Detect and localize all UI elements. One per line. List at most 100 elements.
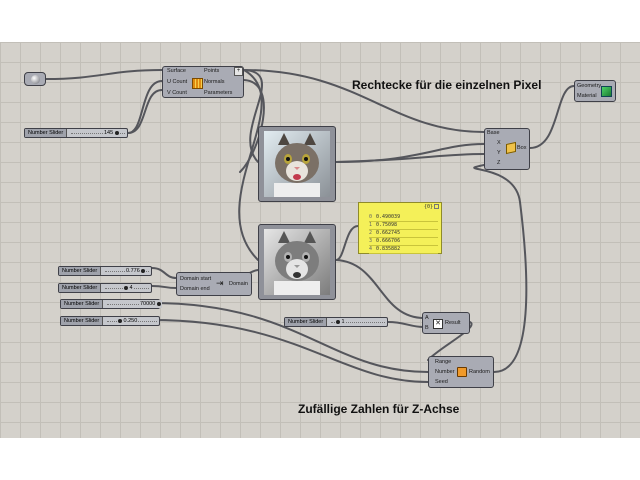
wire-box-to-geometry [529, 85, 575, 149]
annotation-pixel-rectangles: Rechtecke für die einzelnen Pixel [352, 78, 542, 92]
slider-value: 0.250 [117, 317, 139, 325]
sphere-icon [31, 75, 40, 84]
division-component[interactable]: A B ✕ Result [422, 312, 470, 334]
input-surface[interactable]: Surface [167, 68, 186, 74]
image-sampler-color[interactable] [258, 126, 336, 202]
annotation-random-z: Zufällige Zahlen für Z-Achse [298, 402, 460, 416]
slider-uv-count[interactable]: Number Slider 145 [24, 128, 128, 138]
slider-random-number[interactable]: Number Slider 70000 [60, 299, 162, 309]
wire-divisor-to-b [387, 321, 425, 328]
slider-track[interactable] [331, 322, 385, 323]
panel-row-value: 0.835882 [376, 246, 401, 252]
panel-row-index: 2 [369, 230, 373, 236]
construct-domain-component[interactable]: Domain start Domain end ⇥ Domain [176, 272, 252, 296]
input-z[interactable]: Z [497, 160, 501, 166]
image-sampler-grey[interactable] [258, 224, 336, 300]
wire-slider-to-domain-start [151, 267, 177, 279]
domain-icon: ⇥ [216, 278, 224, 288]
slider-value-text: 1 [341, 319, 345, 325]
panel-row-value: 0.666706 [376, 238, 401, 244]
slider-domain-end[interactable]: Number Slider 4 [58, 283, 152, 293]
preview-icon [601, 86, 612, 97]
input-b[interactable]: B [425, 325, 429, 331]
expand-icon[interactable]: + [234, 67, 243, 76]
random-component[interactable]: Range Number Seed Random [428, 356, 494, 388]
input-v-count[interactable]: V Count [167, 90, 187, 96]
slider-value-text: 4 [129, 285, 133, 291]
input-base[interactable]: Base [487, 130, 500, 136]
panel-row-index: 3 [369, 238, 373, 244]
slider-value: 1 [335, 318, 346, 326]
input-range[interactable]: Range [435, 359, 452, 365]
output-points[interactable]: Points [204, 68, 220, 74]
input-number[interactable]: Number [435, 369, 455, 375]
slider-random-seed[interactable]: Number Slider 0.250 [60, 316, 160, 326]
output-domain[interactable]: Domain [229, 281, 248, 287]
input-domain-end[interactable]: Domain end [180, 286, 210, 292]
custom-preview-component[interactable]: Geometry Material [574, 80, 616, 102]
wire-image2-to-panel [335, 225, 359, 261]
divide-surface-icon [192, 78, 203, 89]
slider-handle[interactable] [336, 319, 340, 324]
slider-handle[interactable] [156, 301, 161, 306]
brep-parameter[interactable] [24, 72, 46, 86]
slider-value: 4 [123, 284, 134, 292]
cat-photo-color [264, 131, 330, 197]
panel-row-index: 4 [369, 246, 373, 252]
slider-label: Number Slider [61, 300, 104, 308]
divide-surface-component[interactable]: Surface U Count V Count Points Normals P… [162, 66, 244, 98]
slider-value: 0.776 [125, 267, 147, 275]
slider-domain-start[interactable]: Number Slider 0.776 [58, 266, 152, 276]
slider-label: Number Slider [61, 317, 104, 325]
slider-handle[interactable] [118, 318, 122, 323]
slider-value-text: 0.776 [126, 268, 140, 274]
panel-header: {0} [423, 204, 433, 210]
wire-layer [45, 69, 575, 383]
wire-brep-to-surface [45, 69, 163, 80]
slider-handle[interactable] [114, 130, 119, 135]
output-box[interactable]: Box [517, 145, 527, 151]
input-x[interactable]: X [497, 140, 501, 146]
box-component[interactable]: Base X Y Z Box [484, 128, 530, 170]
wire-points-to-base [243, 69, 485, 133]
panel-row-index: 1 [369, 222, 373, 228]
slider-track[interactable] [107, 304, 157, 305]
slider-value-text: 70000 [140, 301, 156, 307]
wire-slider-to-ucount [127, 80, 163, 134]
output-random[interactable]: Random [469, 369, 490, 375]
input-domain-start[interactable]: Domain start [180, 276, 212, 282]
grasshopper-canvas[interactable]: Surface U Count V Count Points Normals P… [0, 42, 640, 438]
slider-value-text: 0.250 [123, 318, 138, 324]
dice-icon [457, 367, 467, 377]
panel-row-value: 0.662745 [376, 230, 401, 236]
slider-value-text: 145 [104, 130, 114, 136]
panel-resize-icon[interactable] [434, 204, 439, 209]
input-geometry[interactable]: Geometry [577, 83, 602, 89]
slider-label: Number Slider [25, 129, 68, 137]
input-a[interactable]: A [425, 315, 429, 321]
output-result[interactable]: Result [445, 320, 461, 326]
slider-label: Number Slider [59, 267, 102, 275]
wire-image2-to-a [335, 259, 425, 319]
slider-divisor[interactable]: Number Slider 1 [284, 317, 388, 327]
slider-value: 145 [103, 129, 120, 137]
output-parameters[interactable]: Parameters [204, 90, 233, 96]
input-material[interactable]: Material [577, 93, 597, 99]
wire-image1-to-y [335, 153, 485, 163]
input-y[interactable]: Y [497, 150, 501, 156]
cat-photo-grey [264, 229, 330, 295]
input-seed[interactable]: Seed [435, 379, 448, 385]
input-u-count[interactable]: U Count [167, 79, 188, 85]
slider-handle[interactable] [141, 268, 146, 273]
slider-label: Number Slider [59, 284, 102, 292]
slider-handle[interactable] [124, 285, 128, 290]
slider-track[interactable] [71, 133, 125, 134]
output-normals[interactable]: Normals [204, 79, 225, 85]
slider-value: 70000 [139, 300, 162, 308]
